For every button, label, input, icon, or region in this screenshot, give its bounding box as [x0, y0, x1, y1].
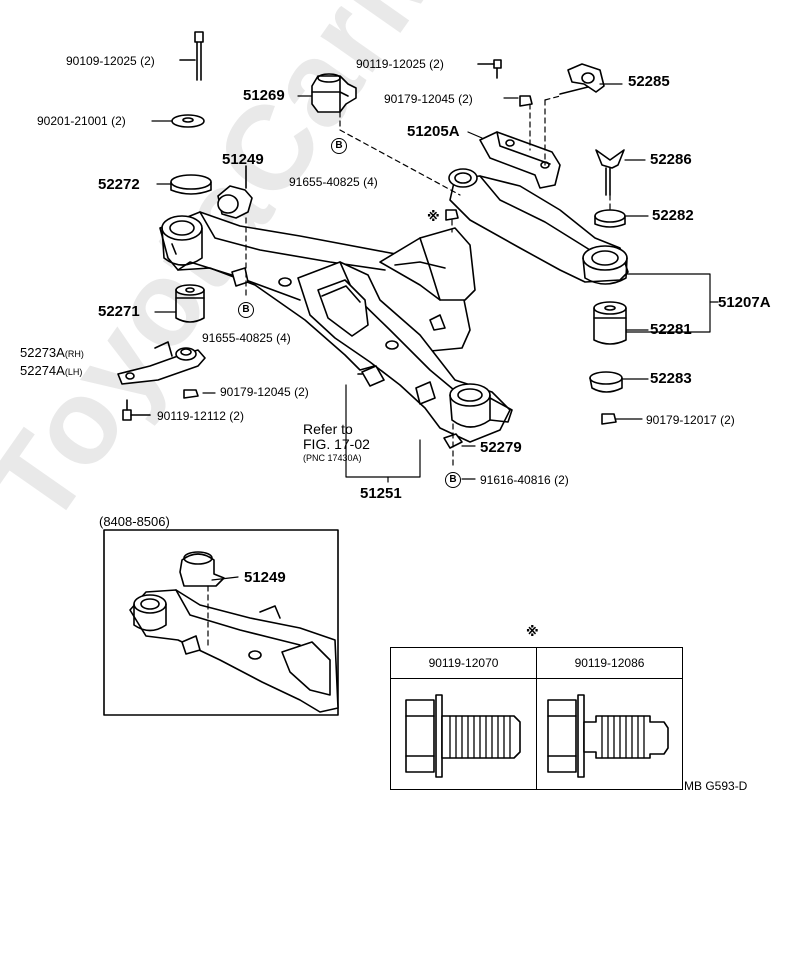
bolt-cell-1: [390, 678, 537, 790]
label-90179-12045-top: 90179-12045 (2): [384, 92, 473, 106]
label-52271: 52271: [98, 303, 140, 320]
label-90179-12017: 90179-12017 (2): [646, 413, 735, 427]
part-90109-12025: [179, 31, 204, 81]
label-52285: 52285: [628, 73, 670, 90]
part-90119-12025: [477, 59, 502, 79]
label-52274A: 52274A(LH): [20, 364, 82, 377]
inset-label-51249: 51249: [244, 569, 286, 586]
part-52285: [559, 63, 605, 95]
crossmember-51207A: [159, 168, 629, 443]
label-51251: 51251: [360, 485, 402, 502]
dashed-guides: [245, 95, 611, 467]
inset-8408-8506: [103, 529, 339, 716]
marker-star-1: ※: [427, 209, 440, 224]
label-52282: 52282: [652, 207, 694, 224]
label-51249: 51249: [222, 151, 264, 168]
label-52281: 52281: [650, 321, 692, 338]
ref-code: MB G593-D: [684, 779, 748, 793]
label-91655-40825-b: 91655-40825 (4): [202, 331, 291, 345]
label-52283: 52283: [650, 370, 692, 387]
part-90179-12045-top: [519, 95, 533, 107]
bolt-table: 90119-12070 90119-12086: [390, 647, 683, 790]
label-52273A-side: (RH): [64, 349, 84, 359]
label-90201-21001: 90201-21001 (2): [37, 114, 126, 128]
label-51207A: 51207A: [718, 294, 771, 311]
inset-range: (8408-8506): [99, 514, 170, 529]
marker-b-2: B: [238, 302, 254, 318]
label-90119-12112: 90119-12112 (2): [157, 409, 244, 423]
bolt-col-2: 90119-12086: [536, 647, 683, 679]
part-52279: [443, 433, 463, 449]
bracket-51205A: [479, 131, 561, 189]
part-52282: [594, 209, 626, 228]
part-refer-bracket: [357, 365, 385, 387]
refer-line-3: (PNC 17430A): [303, 453, 362, 463]
marker-b-1: B: [331, 138, 347, 154]
label-52273A-text: 52273A: [20, 345, 65, 360]
part-52271: [175, 284, 205, 323]
label-52279: 52279: [480, 439, 522, 456]
label-52273A: 52273A(RH): [20, 346, 84, 359]
part-90201-21001: [171, 114, 205, 128]
refer-line-2: FIG. 17-02: [303, 436, 370, 452]
star-bolt: [445, 209, 459, 221]
label-91616-40816: 91616-40816 (2): [480, 473, 569, 487]
label-91655-40825-a: 91655-40825 (4): [289, 175, 378, 189]
part-52286: [595, 149, 625, 196]
bolt-col-1: 90119-12070: [390, 647, 537, 679]
label-51269: 51269: [243, 87, 285, 104]
label-52286: 52286: [650, 151, 692, 168]
marker-b-3: B: [445, 472, 461, 488]
part-52281: [593, 301, 627, 345]
refer-line-1: Refer to: [303, 421, 353, 437]
leader-lines: [151, 83, 719, 483]
part-90119-12112: [122, 399, 151, 421]
part-90179-12017: [601, 413, 617, 425]
label-51205A: 51205A: [407, 123, 460, 140]
part-52273A: [117, 341, 206, 385]
label-90119-12025: 90119-12025 (2): [356, 57, 444, 71]
label-90179-12045-left: 90179-12045 (2): [220, 385, 309, 399]
label-52274A-text: 52274A: [20, 363, 65, 378]
part-52283: [589, 371, 623, 393]
label-90109-12025: 90109-12025 (2): [66, 54, 155, 68]
part-51269: [311, 73, 357, 113]
label-52274A-side: (LH): [64, 367, 83, 377]
part-52272: [170, 174, 212, 195]
bolt-cell-2: [536, 678, 683, 790]
label-52272: 52272: [98, 176, 140, 193]
marker-star-table: ※: [526, 624, 539, 639]
part-51249: [217, 165, 253, 219]
part-90179-12045-left: [183, 389, 199, 399]
